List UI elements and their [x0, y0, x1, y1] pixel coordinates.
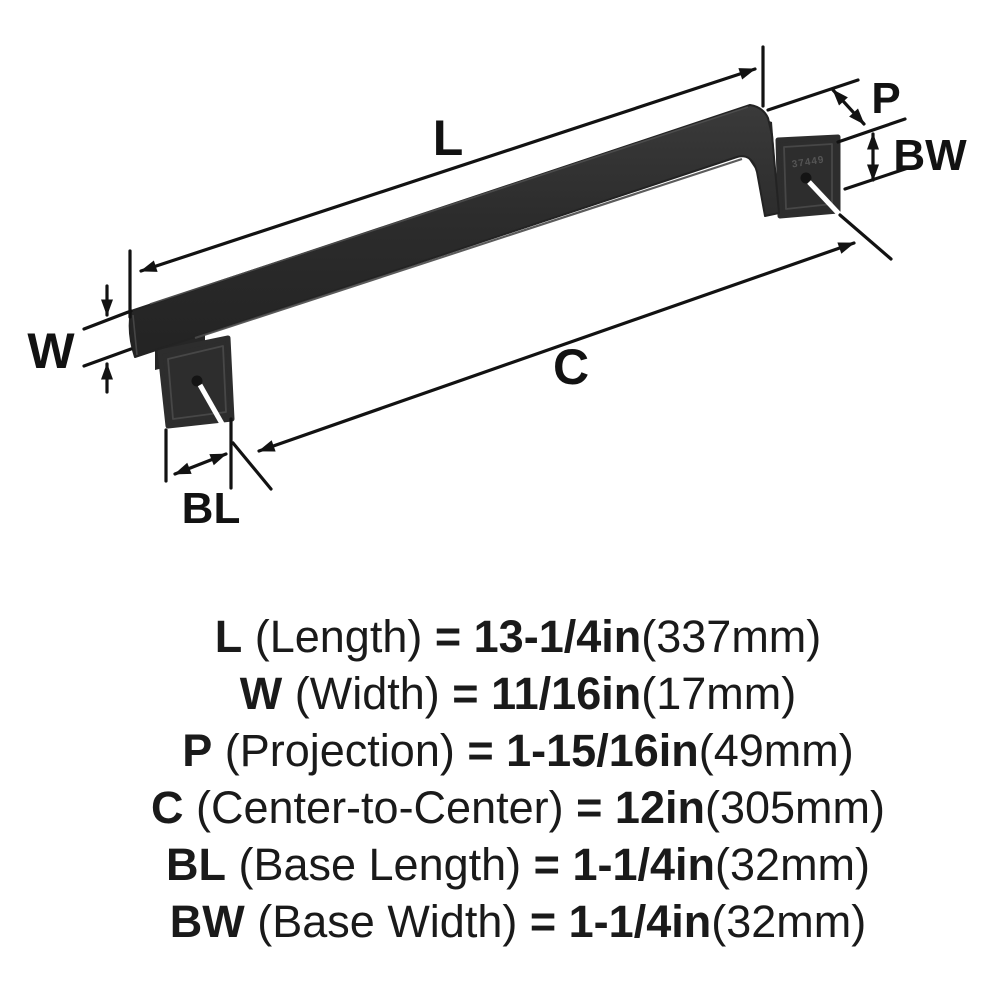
left-leader-line: [197, 383, 236, 445]
spec-abbr: C: [150, 782, 184, 833]
spec-metric: (32mm): [715, 839, 871, 890]
label-C: C: [553, 339, 589, 395]
spec-metric: (337mm): [641, 611, 822, 662]
spec-row-length: L (Length) = 13-1/4in(337mm): [36, 608, 1000, 665]
spec-value: 11/16in: [491, 668, 642, 719]
label-BW: BW: [893, 131, 967, 180]
label-BL: BL: [182, 484, 241, 533]
spec-value: 1-1/4in: [572, 839, 716, 890]
W-tick-top: [82, 309, 133, 331]
left-base-inset-edge: [167, 345, 227, 420]
right-screw-hole: [800, 172, 812, 184]
handle-illustration: 37449: [128, 104, 842, 445]
C-extension-left: [231, 441, 273, 491]
spec-name: (Projection): [224, 725, 455, 776]
spec-value: 12in: [614, 782, 705, 833]
label-P: P: [871, 74, 900, 123]
dimension-lines: [82, 45, 910, 491]
spec-equals: =: [576, 782, 603, 833]
spec-row-base-width: BW (Base Width) = 1-1/4in(32mm): [36, 893, 1000, 950]
spec-name: (Length): [254, 611, 423, 662]
W-tick-bottom: [82, 347, 133, 368]
C-extension-right: [838, 213, 893, 261]
spec-equals: =: [467, 725, 494, 776]
P-BW-extension-shared: [836, 117, 907, 144]
spec-equals: =: [533, 839, 560, 890]
spec-abbr: W: [239, 668, 283, 719]
L-dimension-line: [139, 67, 757, 273]
right-leader-line: [807, 180, 842, 217]
spec-row-width: W (Width) = 11/16in(17mm): [36, 665, 1000, 722]
spec-metric: (32mm): [711, 896, 867, 947]
spec-name: (Center-to-Center): [196, 782, 564, 833]
spec-row-projection: P (Projection) = 1-15/16in(49mm): [36, 722, 1000, 779]
spec-list: L (Length) = 13-1/4in(337mm) W (Width) =…: [0, 608, 1000, 950]
left-endcap-edge: [132, 314, 138, 356]
C-dimension-line: [257, 241, 856, 453]
spec-row-base-length: BL (Base Length) = 1-1/4in(32mm): [36, 836, 1000, 893]
spec-name: (Base Length): [238, 839, 522, 890]
spec-abbr: L: [214, 611, 243, 662]
spec-metric: (305mm): [704, 782, 885, 833]
P-extension-top: [766, 78, 860, 112]
spec-equals: =: [452, 668, 479, 719]
spec-value: 13-1/4in: [473, 611, 642, 662]
spec-abbr: BL: [165, 839, 226, 890]
spec-name: (Width): [294, 668, 440, 719]
spec-value: 1-1/4in: [568, 896, 712, 947]
label-W: W: [27, 323, 75, 379]
spec-abbr: BW: [169, 896, 245, 947]
engraved-part-number: 37449: [791, 154, 825, 170]
spec-row-center-to-center: C (Center-to-Center) = 12in(305mm): [36, 779, 1000, 836]
P-dimension-line: [831, 88, 866, 126]
spec-value: 1-15/16in: [506, 725, 699, 776]
spec-metric: (17mm): [641, 668, 797, 719]
handle-dimension-drawing: 37449 L P BW W C BL: [27, 45, 967, 533]
left-screw-hole: [191, 375, 203, 387]
spec-abbr: P: [182, 725, 213, 776]
spec-equals: =: [529, 896, 557, 947]
dimension-diagram: 37449 L P BW W C BL: [27, 45, 967, 533]
spec-metric: (49mm): [698, 725, 854, 776]
spec-name: (Base Width): [257, 896, 518, 947]
BL-dimension-line: [173, 452, 228, 476]
label-L: L: [433, 110, 464, 166]
spec-equals: =: [434, 611, 462, 662]
